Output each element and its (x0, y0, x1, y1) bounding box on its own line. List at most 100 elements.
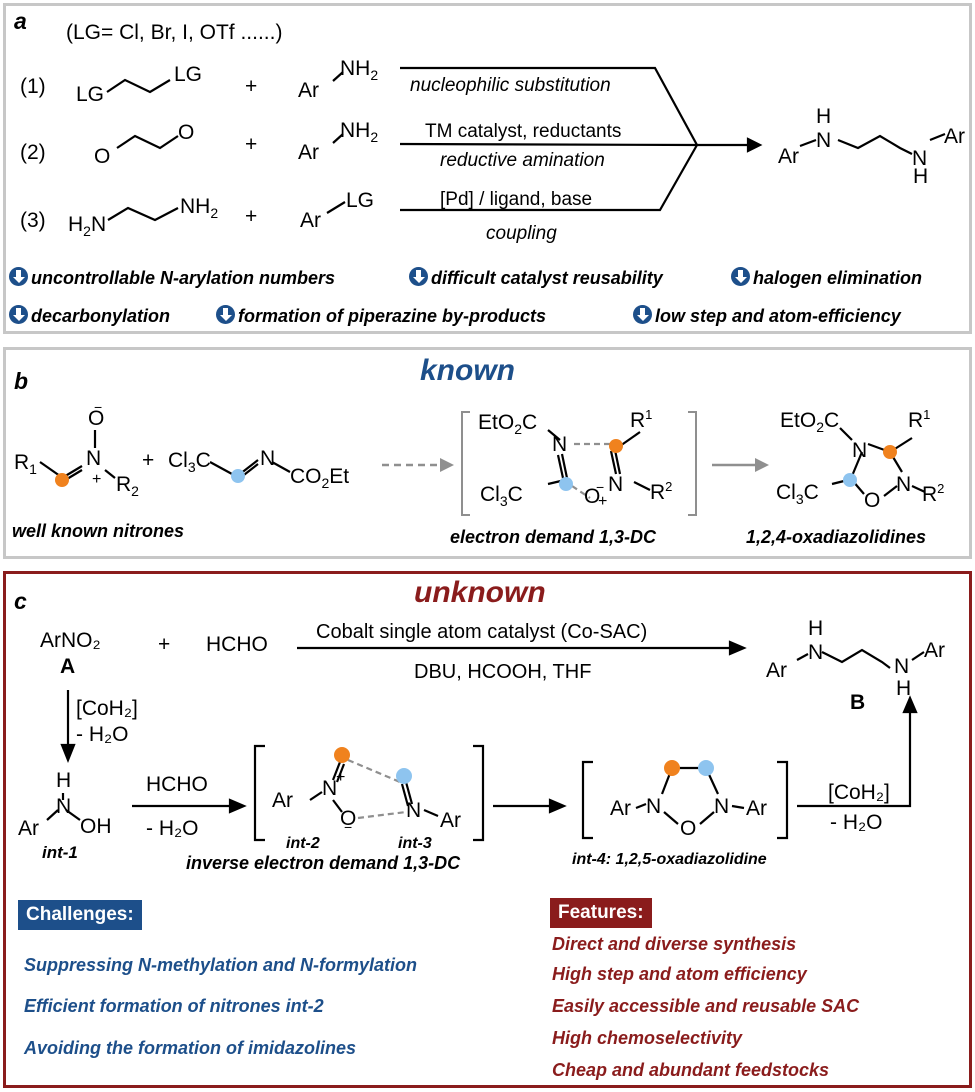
product-b-r2: R2 (922, 481, 945, 506)
product-b-n1: N (852, 439, 868, 462)
product-c-n1: N (808, 641, 824, 664)
formaldehyde: HCHO (206, 633, 268, 656)
product-b-caption: 1,2,4-oxadiazolidines (746, 527, 927, 547)
ts-b-plus: + (598, 493, 608, 510)
product-id: B (850, 691, 866, 714)
arylhalide-bond (326, 201, 346, 214)
aniline-bond-2 (332, 133, 344, 144)
int4-n1: N (646, 795, 662, 818)
blue-dot-int4 (698, 760, 714, 776)
int4-ar1: Ar (610, 797, 631, 820)
nitrone-r1: R1 (14, 451, 37, 478)
route-3-catalyst: [Pd] / ligand, base (440, 189, 593, 210)
route-2-catalyst: TM catalyst, reductants (425, 121, 622, 142)
down-arrow-c (60, 690, 76, 763)
product-c-ar2: Ar (924, 639, 945, 662)
int1-h: H (56, 769, 72, 792)
ethylenediamine-structure (107, 206, 179, 222)
route-3-number: (3) (20, 209, 46, 232)
int1-ar: Ar (18, 817, 39, 840)
product-a-n2: N (912, 147, 928, 170)
int2-label: int-2 (286, 835, 320, 852)
drawback-4: decarbonylation (31, 306, 171, 326)
ts-b-ester: EtO2C (478, 411, 538, 438)
step4-reagent: [CoH₂] (828, 781, 890, 804)
plus-1: + (245, 75, 258, 98)
ts-c-n2: N (406, 799, 422, 822)
product-b-ccl3: Cl3C (776, 481, 819, 508)
orange-dot-product-b (883, 445, 897, 459)
imine-co2et: CO2Et (290, 465, 350, 492)
aniline-1: Ar (298, 79, 319, 102)
route-3-conditions: coupling (486, 223, 557, 244)
panel-c-header: unknown (414, 576, 546, 609)
main-arrow-c (297, 640, 747, 656)
ts-b-structure (547, 429, 651, 491)
panel-c (3, 571, 972, 1088)
drawback-2: difficult catalyst reusability (431, 268, 663, 288)
imine-n: N (260, 447, 276, 470)
challenge-2: Efficient formation of nitrones int-2 (24, 996, 324, 1016)
ts-c-o: O (340, 807, 357, 830)
drawback-5: formation of piperazine by-products (238, 306, 547, 326)
arrow-step3 (493, 798, 567, 814)
nitrone-n-plus: + (92, 471, 102, 488)
product-c-structure (796, 648, 925, 669)
drawback-3: halogen elimination (753, 268, 923, 288)
feature-4: High chemoselectivity (552, 1028, 743, 1048)
product-c-ar1: Ar (766, 659, 787, 682)
down-arrow-icon (216, 305, 235, 324)
substrate-id: A (60, 655, 76, 678)
route-2-number: (2) (20, 141, 46, 164)
blue-dot-product-b (843, 473, 857, 487)
nitrone-o: O (88, 407, 105, 430)
arylhalide-lg: LG (346, 189, 375, 212)
int4-ar2: Ar (746, 797, 767, 820)
ts-b-ccl3: Cl3C (480, 483, 523, 510)
drawback-1: uncontrollable N-arylation numbers (31, 268, 336, 288)
drawback-6: low step and atom-efficiency (655, 306, 901, 326)
aniline-2-nh2: NH2 (340, 119, 379, 146)
product-c-n2: N (894, 655, 910, 678)
route-2-conditions: reductive amination (440, 150, 605, 171)
features-title: Features: (550, 898, 652, 928)
ts-b-n2: N (608, 473, 624, 496)
orange-dot-ts (609, 439, 623, 453)
challenge-3: Avoiding the formation of imidazolines (24, 1038, 357, 1058)
down-arrow-icon (633, 305, 652, 324)
int1-n: N (56, 795, 72, 818)
product-c-h2: H (896, 677, 912, 700)
converging-arrows (399, 66, 763, 212)
feature-3: Easily accessible and reusable SAC (552, 996, 860, 1016)
plus-c: + (158, 633, 171, 656)
plus-b: + (142, 449, 155, 472)
product-b-ester: EtO2C (780, 409, 840, 436)
product-a-structure (799, 132, 946, 155)
plus-3: + (245, 205, 258, 228)
panel-b-header: known (420, 354, 515, 387)
product-b-o: O (864, 489, 881, 512)
hydroxylamine-structure (46, 793, 81, 821)
panel-a-label: a (14, 8, 27, 34)
eda-h2n: H2N (68, 213, 107, 240)
conditions-label: DBU, HCOOH, THF (414, 661, 592, 683)
arylhalide-ar: Ar (300, 209, 321, 232)
ts-c-plus: + (336, 769, 346, 786)
product-c-h1: H (808, 617, 824, 640)
leaving-group-note: (LG= Cl, Br, I, OTf ......) (66, 21, 283, 44)
product-a-ar2: Ar (944, 125, 965, 148)
ts-c-minus: − (344, 819, 353, 835)
ts-b-r1: R1 (630, 407, 653, 432)
ts-b-caption: electron demand 1,3-DC (450, 527, 657, 547)
catalyst-label: Cobalt single atom catalyst (Co-SAC) (316, 621, 648, 643)
orange-dot-nitrone (55, 473, 69, 487)
step4-loss: - H₂O (830, 811, 883, 834)
down-arrow-icon (731, 267, 750, 286)
int4-label: int-4: 1,2,5-oxadiazolidine (572, 851, 767, 868)
route-1-conditions: nucleophilic substitution (410, 75, 611, 96)
glyoxal-o1: O (94, 145, 111, 168)
route-1-number: (1) (20, 75, 46, 98)
ts-b-n1: N (552, 433, 568, 456)
down-arrow-icon (9, 305, 28, 324)
feature-5: Cheap and abundant feedstocks (552, 1060, 830, 1080)
